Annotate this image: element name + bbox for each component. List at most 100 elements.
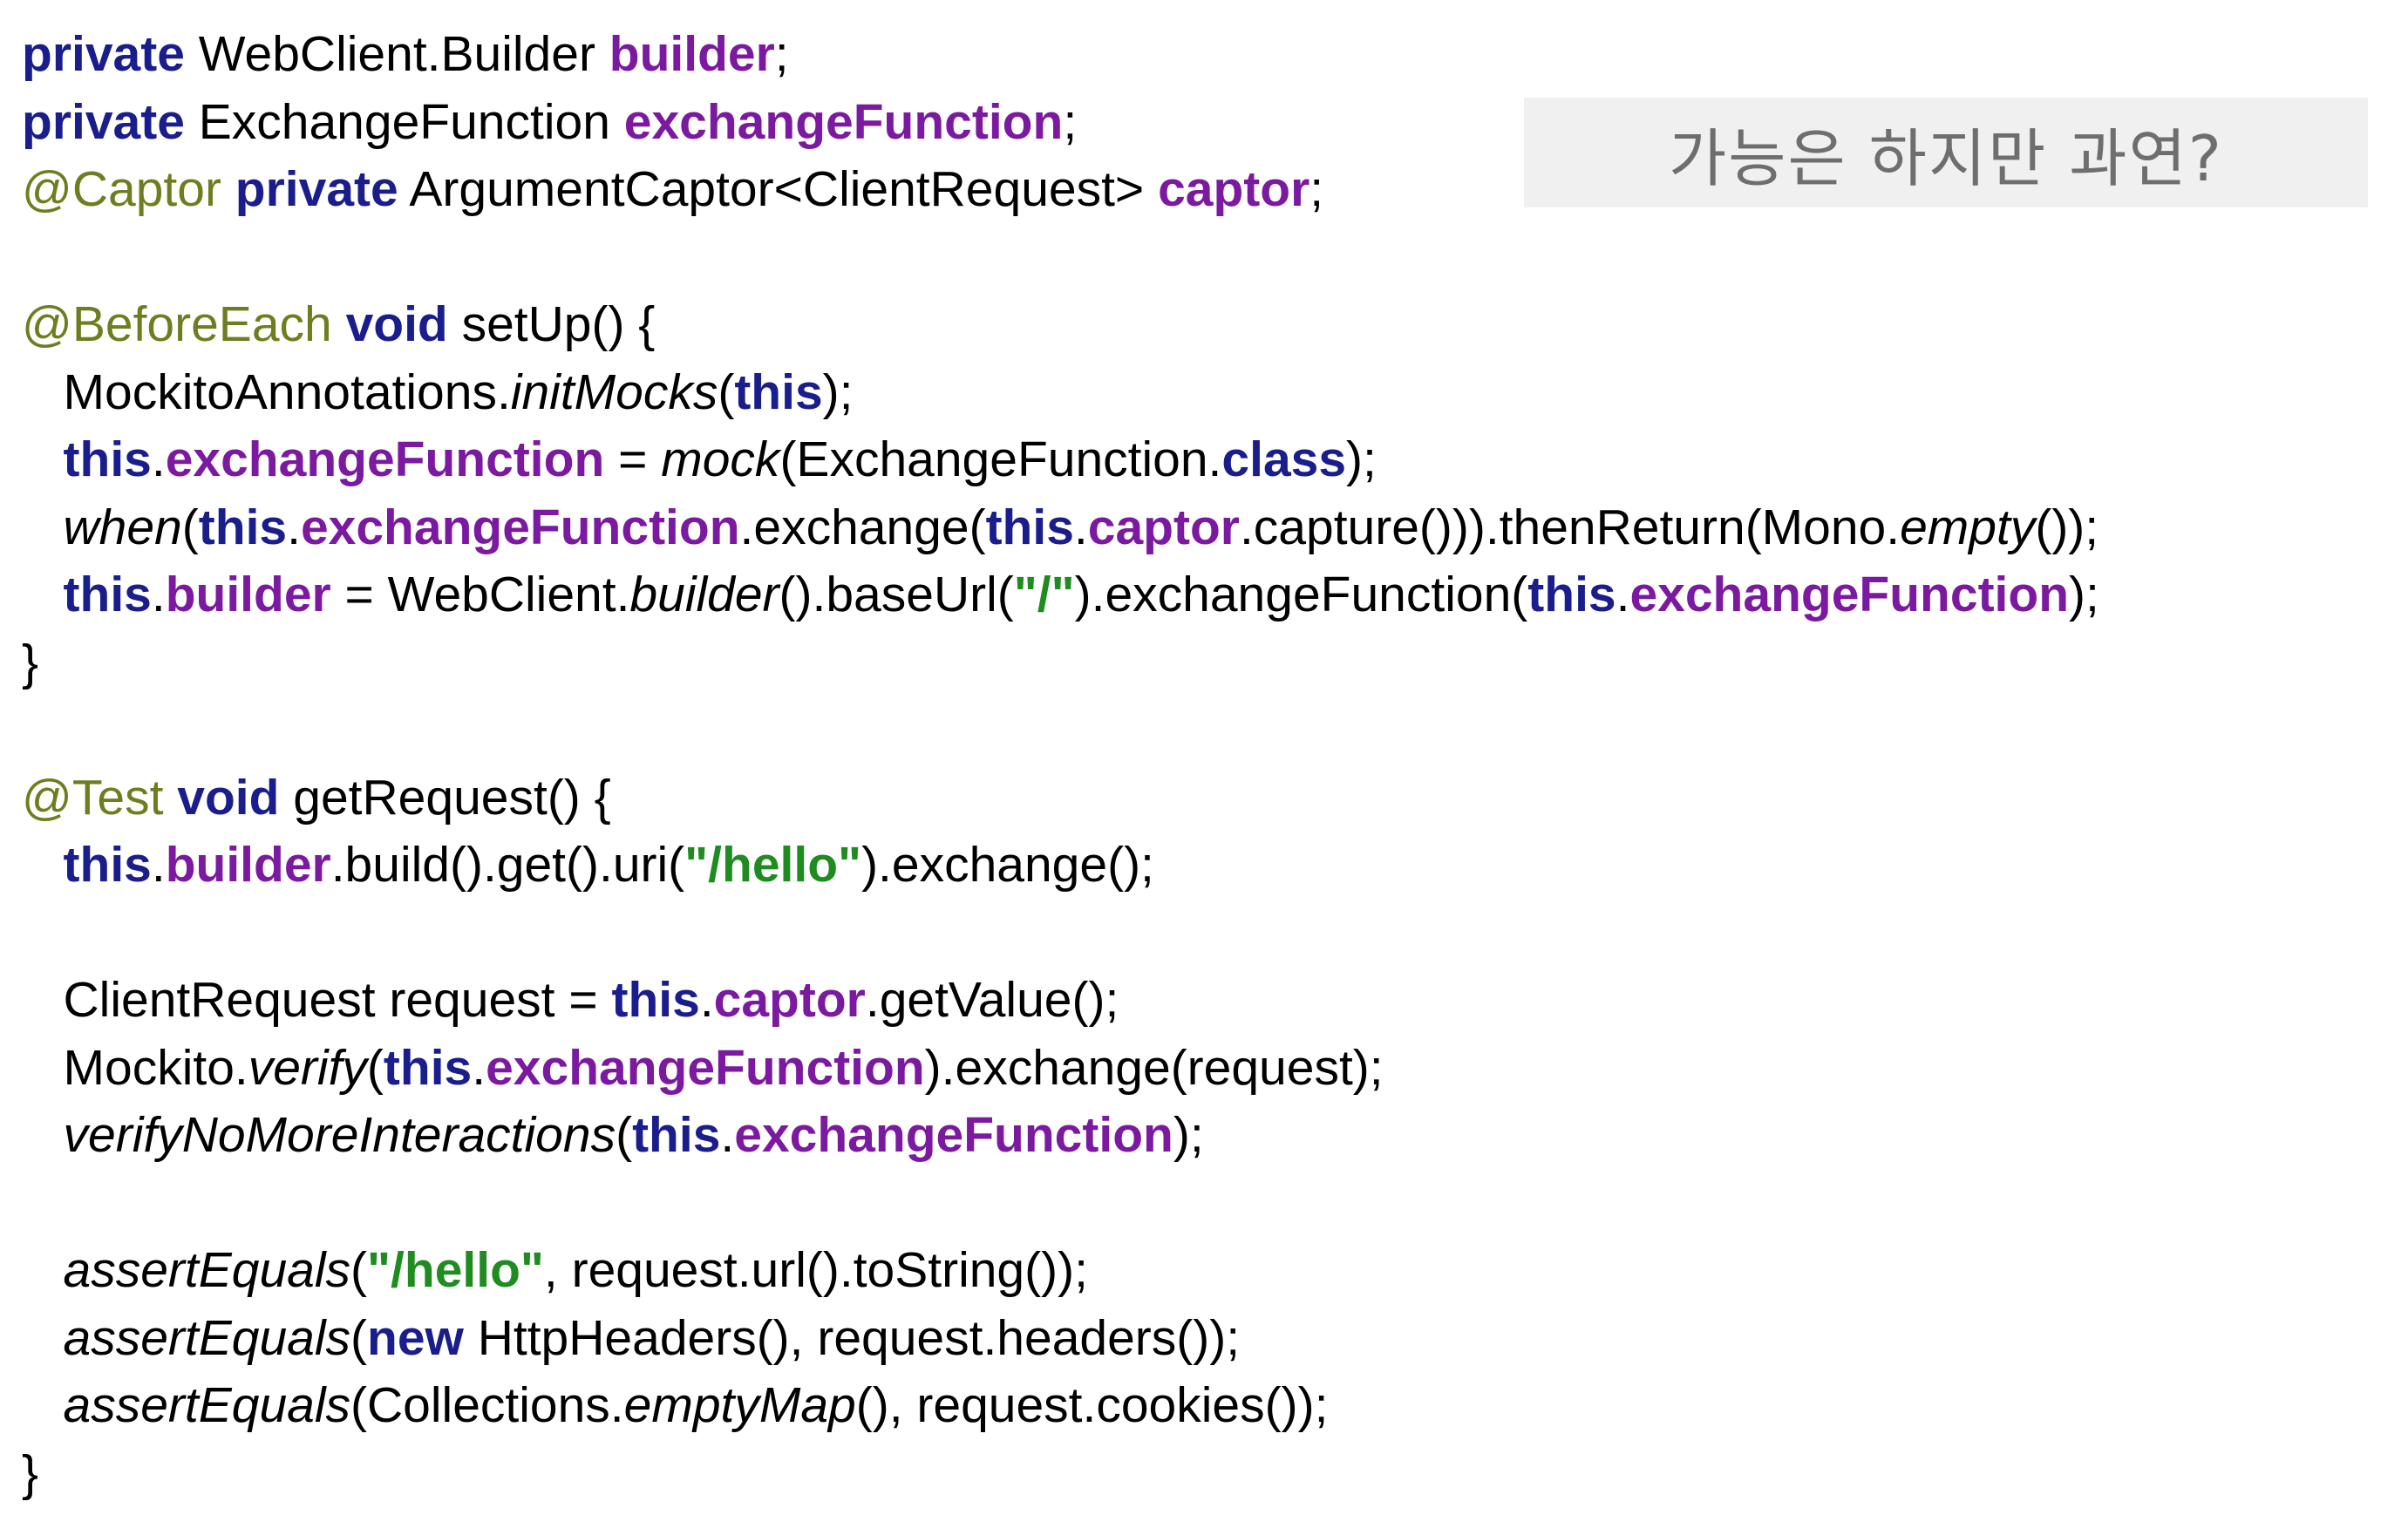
code-token: ());: [2035, 499, 2099, 555]
code-token: ).exchange(request);: [924, 1039, 1384, 1096]
callout-box: 가능은 하지만 과연?: [1524, 98, 2368, 207]
code-token: MockitoAnnotations.: [22, 364, 511, 420]
code-token: void: [177, 769, 280, 826]
code-token: [22, 431, 64, 487]
code-token: captor: [713, 972, 866, 1028]
code-token: .: [1616, 567, 1630, 622]
code-token: ).exchangeFunction(: [1074, 567, 1528, 622]
code-token: verifyNoMoreInteractions: [63, 1107, 616, 1163]
code-token: [163, 770, 177, 826]
code-token: exchangeFunction: [623, 93, 1064, 150]
code-token: this: [63, 567, 152, 622]
code-token: [22, 1310, 64, 1366]
code-token: assertEquals: [63, 1309, 351, 1366]
code-token: "/": [1013, 567, 1075, 622]
code-token: [332, 296, 346, 352]
code-token: builder: [609, 26, 775, 82]
code-token: (: [350, 1309, 368, 1366]
code-line: assertEquals(new HttpHeaders(), request.…: [22, 1305, 2149, 1373]
code-token: this: [734, 364, 823, 420]
code-line: @BeforeEach void setUp() {: [22, 291, 2149, 359]
code-token: }: [22, 1444, 39, 1501]
code-line: }: [22, 1440, 2149, 1508]
code-token: @Captor: [22, 161, 221, 217]
code-token: this: [383, 1039, 473, 1096]
code-token: getRequest() {: [279, 769, 611, 826]
code-line: this.exchangeFunction = mock(ExchangeFun…: [22, 426, 2149, 494]
code-token: .: [151, 567, 166, 622]
code-token: Mockito.: [22, 1039, 248, 1096]
code-token: assertEquals: [63, 1242, 351, 1298]
code-token: .: [1073, 499, 1088, 555]
code-token: =: [604, 431, 662, 487]
callout-text: 가능은 하지만 과연?: [1669, 121, 2223, 195]
code-token: verify: [248, 1039, 367, 1096]
code-token: class: [1221, 431, 1347, 487]
code-line: }: [22, 629, 2149, 697]
code-token: this: [632, 1107, 721, 1163]
code-line: private WebClient.Builder builder;: [22, 21, 2149, 89]
code-token: "/hello": [684, 837, 862, 893]
code-token: .: [699, 972, 714, 1028]
code-token: .build().get().uri(: [330, 837, 685, 893]
code-token: = WebClient.: [330, 567, 630, 622]
code-token: this: [63, 431, 152, 487]
code-token: (: [616, 1107, 633, 1163]
code-line: @Test void getRequest() {: [22, 764, 2149, 832]
code-line: assertEquals("/hello", request.url().toS…: [22, 1237, 2149, 1305]
code-token: exchangeFunction: [300, 499, 740, 555]
code-token: );: [2069, 567, 2099, 622]
code-token: HttpHeaders(), request.headers());: [463, 1309, 1241, 1366]
code-token: builder: [165, 567, 331, 622]
code-token: );: [822, 364, 854, 420]
code-token: void: [345, 296, 448, 352]
code-token: [221, 161, 235, 217]
code-token: .: [151, 837, 166, 893]
code-token: .getValue();: [865, 972, 1119, 1028]
code-token: setUp() {: [447, 296, 656, 352]
code-token: when: [63, 499, 182, 555]
code-token: this: [63, 837, 152, 893]
code-token: (: [366, 1039, 384, 1096]
code-block: private WebClient.Builder builder;privat…: [22, 21, 2149, 1507]
code-token: exchangeFunction: [734, 1107, 1173, 1163]
code-token: [22, 1377, 64, 1433]
code-line: MockitoAnnotations.initMocks(this);: [22, 359, 2149, 427]
code-token: exchangeFunction: [1629, 567, 2070, 622]
code-token: ).exchange();: [861, 837, 1154, 893]
code-token: @Test: [22, 769, 164, 826]
code-token: exchangeFunction: [165, 431, 605, 487]
code-token: .: [151, 431, 166, 487]
code-token: private: [235, 161, 398, 217]
code-token: (: [350, 1242, 368, 1298]
code-token: this: [985, 499, 1074, 555]
code-token: new: [367, 1309, 464, 1366]
code-token: @BeforeEach: [22, 296, 332, 352]
code-token: .exchange(: [739, 499, 986, 555]
code-token: ArgumentCaptor<ClientRequest>: [398, 161, 1159, 217]
code-token: "/hello": [367, 1242, 544, 1298]
code-line: this.builder = WebClient.builder().baseU…: [22, 561, 2149, 629]
code-token: (: [718, 364, 735, 420]
code-token: assertEquals: [63, 1377, 351, 1433]
code-line: [22, 224, 2149, 292]
code-token: initMocks: [510, 364, 718, 420]
code-token: captor: [1158, 161, 1310, 217]
code-token: ;: [1063, 93, 1078, 150]
code-line: @Captor private ArgumentCaptor<ClientReq…: [22, 156, 2149, 224]
code-token: [22, 1242, 64, 1298]
code-token: .: [720, 1107, 735, 1163]
code-token: );: [1173, 1107, 1204, 1163]
code-token: private: [22, 26, 185, 82]
code-token: [22, 1107, 64, 1163]
code-token: ClientRequest request =: [22, 972, 612, 1028]
code-token: , request.url().toString());: [543, 1242, 1088, 1298]
code-line: [22, 1170, 2149, 1238]
code-token: private: [22, 93, 185, 150]
code-token: (: [181, 499, 199, 555]
code-token: ().baseUrl(: [779, 567, 1014, 622]
code-token: .capture())).thenReturn(Mono.: [1239, 499, 1901, 555]
code-token: [22, 567, 64, 622]
code-token: this: [611, 972, 700, 1028]
code-token: .: [287, 499, 301, 555]
